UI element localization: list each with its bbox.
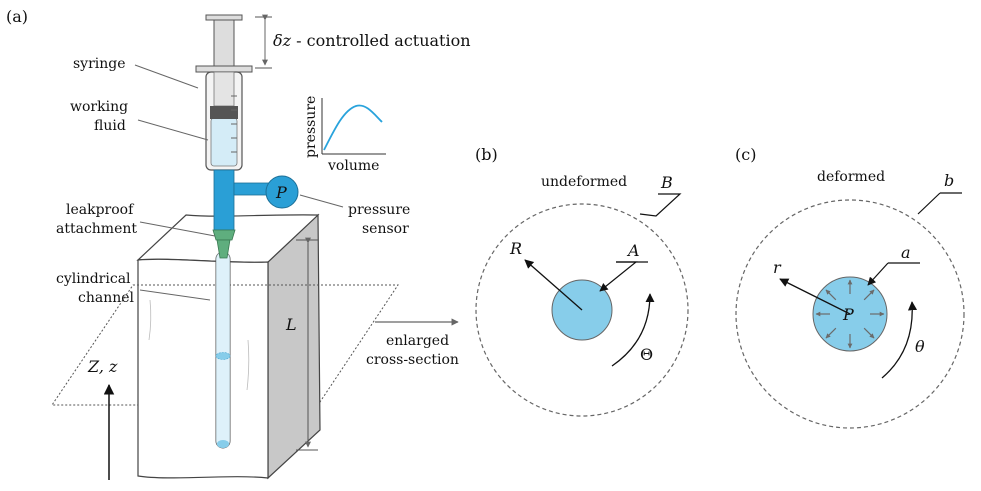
delta-z-dimension bbox=[255, 14, 272, 69]
undeformed-cross-section bbox=[475, 193, 689, 417]
channel-label-1: cylindrical bbox=[56, 271, 131, 287]
enlarged-label-2: cross-section bbox=[366, 352, 459, 368]
pressure-sensor-label-2: sensor bbox=[362, 221, 409, 237]
enlarged-label-1: enlarged bbox=[386, 333, 449, 349]
syringe-label: syringe bbox=[73, 56, 126, 72]
deformed-pressure-label: P bbox=[842, 305, 854, 324]
syringe bbox=[195, 14, 253, 171]
deformed-outer-label: b bbox=[944, 171, 954, 190]
pressure-sensor-label-1: pressure bbox=[348, 202, 410, 218]
undeformed-outer-label: B bbox=[660, 173, 673, 192]
cylindrical-channel bbox=[215, 251, 231, 449]
undeformed-radius-label: R bbox=[509, 239, 522, 258]
deformed-cross-section bbox=[735, 192, 965, 429]
delta-z-label: δz - controlled actuation bbox=[273, 31, 471, 50]
panel-label-a: (a) bbox=[6, 7, 28, 26]
undeformed-angle-label: Θ bbox=[640, 345, 653, 364]
pv-inset-plot bbox=[321, 98, 386, 155]
pressure-arrow bbox=[863, 289, 875, 301]
panel-label-b: (b) bbox=[475, 145, 498, 164]
pressure-arrow bbox=[863, 327, 875, 339]
deformed-title: deformed bbox=[817, 169, 885, 185]
length-dimension bbox=[296, 237, 318, 451]
label-leaders bbox=[134, 64, 344, 301]
connector-tubing bbox=[213, 169, 271, 231]
pressure-sensor bbox=[265, 175, 299, 209]
pressure-sensor-symbol: P bbox=[275, 183, 287, 202]
pressure-arrow bbox=[825, 289, 837, 301]
working-fluid-label-2: fluid bbox=[94, 118, 126, 134]
leakproof-label-2: attachment bbox=[56, 221, 137, 237]
leakproof-attachment bbox=[212, 229, 236, 259]
deformed-angle-label: θ bbox=[915, 337, 925, 356]
working-fluid-label-1: working bbox=[70, 99, 128, 115]
inset-xlabel: volume bbox=[327, 158, 379, 174]
deformed-radius-label: r bbox=[773, 258, 782, 277]
z-axis-label: Z, z bbox=[87, 357, 118, 376]
channel-label-2: channel bbox=[78, 290, 135, 306]
deformed-inner-label: a bbox=[901, 243, 911, 262]
inset-ylabel: pressure bbox=[303, 96, 319, 158]
leakproof-label-1: leakproof bbox=[66, 202, 135, 218]
panel-label-c: (c) bbox=[735, 145, 756, 164]
length-label: L bbox=[285, 315, 297, 334]
pressure-arrow bbox=[825, 327, 837, 339]
undeformed-inner-label: A bbox=[626, 241, 640, 260]
undeformed-title: undeformed bbox=[541, 174, 627, 190]
